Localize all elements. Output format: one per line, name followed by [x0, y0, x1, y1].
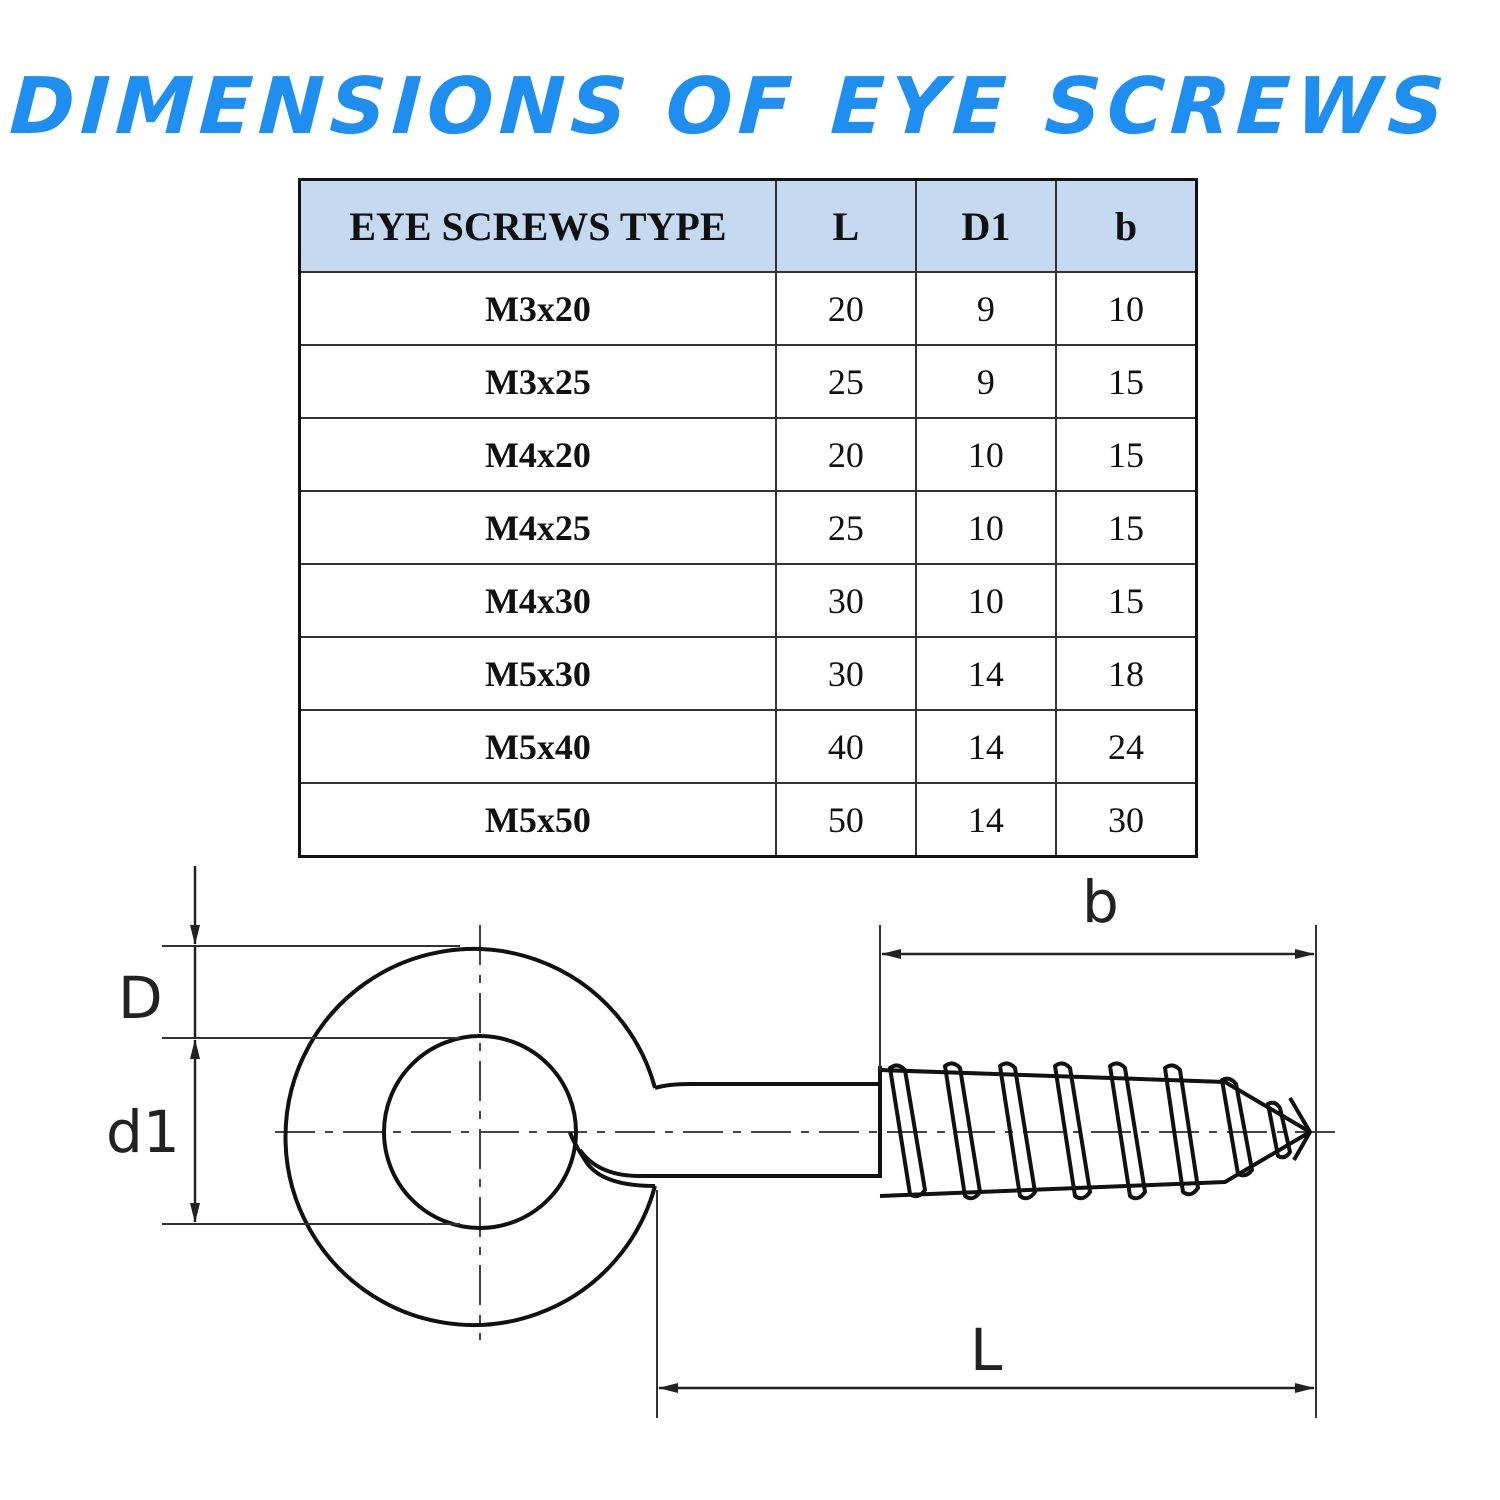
cell-type: M3x20 [298, 271, 777, 346]
cell-b: 10 [1055, 271, 1198, 346]
cell-d1: 14 [914, 636, 1058, 711]
table-row: M5x30 30 14 18 [298, 636, 1198, 711]
eye-screw-diagram: D d1 b L [106, 866, 1340, 1418]
cell-l: 25 [774, 490, 917, 565]
cell-type: M4x25 [298, 490, 777, 565]
cell-l: 50 [774, 782, 917, 858]
table-header-row: EYE SCREWS TYPE L D1 b [298, 178, 1198, 273]
cell-b: 18 [1055, 636, 1198, 711]
cell-l: 30 [774, 636, 917, 711]
extension-lines [162, 925, 1317, 1418]
label-d: D [118, 964, 163, 1032]
cell-type: M5x30 [298, 636, 777, 711]
page-title: DIMENSIONS OF EYE SCREWS [7, 62, 1453, 152]
label-l: L [970, 1316, 1002, 1384]
dimensions-table: EYE SCREWS TYPE L D1 b M3x20 20 9 10 M3x… [298, 178, 1198, 858]
table-row: M5x40 40 14 24 [298, 709, 1198, 784]
cell-type: M3x25 [298, 344, 777, 419]
table-row: M4x30 30 10 15 [298, 563, 1198, 638]
cell-d1: 14 [914, 709, 1058, 784]
table-row: M4x20 20 10 15 [298, 417, 1198, 492]
cell-l: 20 [774, 417, 917, 492]
cell-type: M4x30 [298, 563, 777, 638]
cell-l: 20 [774, 271, 917, 346]
dimension-lines [190, 866, 1315, 1393]
cell-type: M5x40 [298, 709, 777, 784]
cell-l: 30 [774, 563, 917, 638]
table-row: M3x20 20 9 10 [298, 271, 1198, 346]
header-d1: D1 [914, 178, 1058, 273]
cell-b: 15 [1055, 490, 1198, 565]
cell-b: 15 [1055, 344, 1198, 419]
cell-d1: 10 [914, 563, 1058, 638]
cell-b: 15 [1055, 563, 1198, 638]
cell-b: 15 [1055, 417, 1198, 492]
table-row: M3x25 25 9 15 [298, 344, 1198, 419]
eye-ring [283, 947, 880, 1327]
header-l: L [774, 178, 917, 273]
cell-d1: 9 [914, 271, 1058, 346]
cell-d1: 9 [914, 344, 1058, 419]
header-type: EYE SCREWS TYPE [298, 178, 777, 273]
label-d1: d1 [106, 1098, 180, 1166]
cell-type: M4x20 [298, 417, 777, 492]
cell-l: 25 [774, 344, 917, 419]
header-b: b [1055, 178, 1198, 273]
table-row: M4x25 25 10 15 [298, 490, 1198, 565]
label-b: b [1082, 868, 1119, 936]
cell-d1: 14 [914, 782, 1058, 858]
cell-type: M5x50 [298, 782, 777, 858]
cell-b: 24 [1055, 709, 1198, 784]
table-row: M5x50 50 14 30 [298, 782, 1198, 858]
cell-d1: 10 [914, 417, 1058, 492]
cell-b: 30 [1055, 782, 1198, 858]
cell-d1: 10 [914, 490, 1058, 565]
center-lines [275, 925, 1340, 1340]
thread [878, 1061, 1312, 1201]
cell-l: 40 [774, 709, 917, 784]
